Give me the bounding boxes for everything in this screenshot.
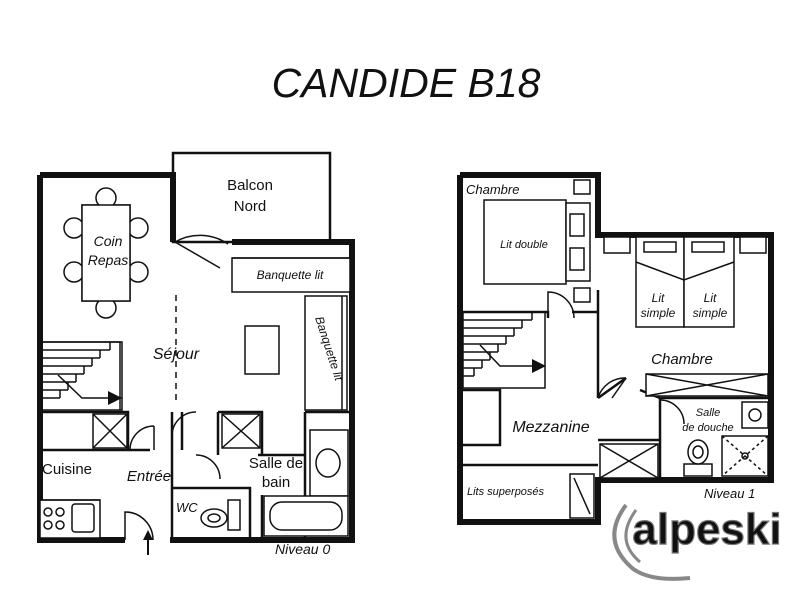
level-0-plan: Coin Repas Balcon Nord Banquette lit Ban… — [37, 151, 355, 557]
furniture-box-2 — [573, 287, 591, 303]
room-lits-superposes: Lits superposés — [467, 486, 545, 498]
stairs-level-1 — [462, 311, 546, 389]
furniture-box-1 — [573, 179, 591, 195]
room-coin-repas-line1: Coin — [94, 233, 123, 249]
level-0-label: Niveau 0 — [275, 541, 330, 557]
room-salle-de-bain-line1: Salle de — [249, 455, 303, 472]
room-entree: Entrée — [127, 468, 171, 485]
alpeski-logo-text: alpeski — [632, 505, 781, 554]
room-mezzanine: Mezzanine — [512, 419, 589, 436]
bed-lit-simple-2-line1: Lit — [704, 291, 717, 305]
level-1-plan: Chambre Lit double Lit simple Lit simple… — [457, 172, 774, 525]
toilet-level-1 — [687, 439, 709, 465]
room-salle-de-douche-line1: Salle — [696, 407, 720, 419]
room-balcon-line1: Balcon — [227, 177, 273, 194]
plan-title: CANDIDE B18 — [272, 60, 541, 106]
shower-sink — [741, 401, 769, 429]
double-bed — [483, 199, 567, 285]
bed-lit-simple-1-line1: Lit — [652, 291, 665, 305]
room-chambre-1: Chambre — [466, 182, 519, 197]
level-0-interior-walls — [40, 410, 350, 540]
bed-lit-simple-2-line2: simple — [693, 306, 728, 320]
level-1-outer-wall — [457, 172, 774, 525]
room-wc: WC — [176, 500, 198, 515]
sofa-bed-vertical — [304, 295, 348, 411]
stairs-level-0 — [41, 341, 123, 411]
entry-arrow-icon — [143, 530, 153, 555]
sofa-bed-horizontal — [231, 257, 351, 293]
room-chambre-2: Chambre — [651, 351, 713, 368]
coffee-table — [244, 325, 280, 375]
alpeski-logo: alpeski — [612, 503, 782, 581]
room-salle-de-douche-line2: de douche — [682, 422, 733, 434]
bed-lit-double: Lit double — [500, 239, 548, 251]
bed-lit-simple-1-line2: simple — [641, 306, 676, 320]
room-salle-de-bain-line2: bain — [262, 474, 290, 491]
room-coin-repas-line2: Repas — [88, 252, 128, 268]
toilet — [200, 508, 228, 528]
room-cuisine: Cuisine — [42, 461, 92, 478]
room-balcon-line2: Nord — [234, 198, 267, 215]
level-1-label: Niveau 1 — [704, 486, 755, 501]
room-banquette-h: Banquette lit — [257, 268, 324, 282]
